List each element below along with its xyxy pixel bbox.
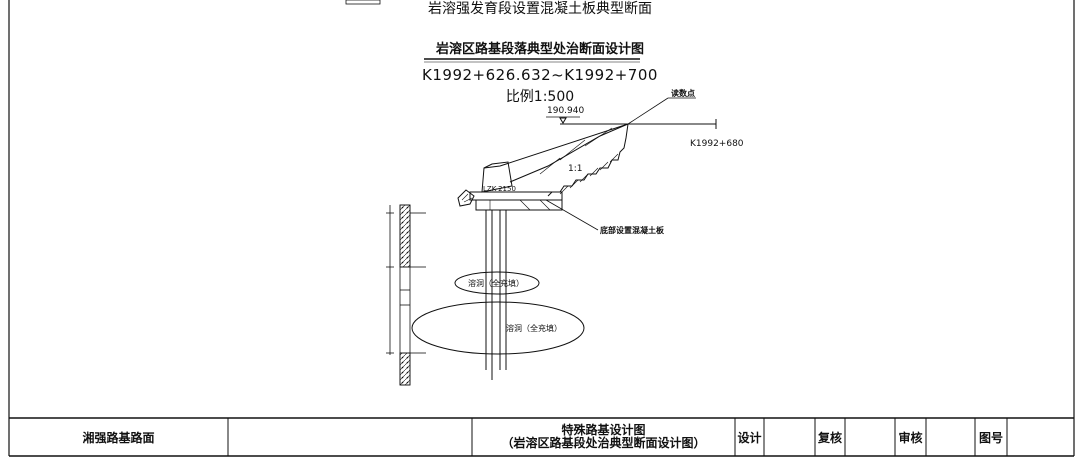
embankment-slope [457,123,629,231]
drawing-name-line1: 特殊路基设计图 [561,423,646,437]
ground-profile [546,97,717,129]
pile-label: LZK-2150 [483,185,516,193]
scale-label: 比例1:500 [505,89,575,105]
reading-point-label: 读数点 [671,89,695,98]
section-title-underline [424,58,640,63]
top-caption: 岩溶强发育段设置混凝土板典型断面 [428,1,652,17]
review-label: 复核 [817,430,842,445]
station-mark-label: K1992+680 [690,139,744,149]
karst-cave-large [411,301,585,355]
slab-note: 底部设置混凝土板 [600,226,664,235]
title-stamp [345,0,381,5]
karst-cave-small-label: 溶洞（全充填） [468,279,524,288]
piles [485,210,507,380]
borehole-column [386,204,426,386]
elevation-label: 190.940 [547,106,585,116]
karst-cave-large-label: 溶洞（全充填） [506,324,562,333]
drawing-no-label: 图号 [978,430,1003,445]
drawing-name-cell: 特殊路基设计图 （岩溶区路基段处治典型断面设计图） [472,419,735,455]
drawing-name-line2: （岩溶区路基段处治典型断面设计图） [501,436,706,450]
project-name-cell: 湘强路基路面 [82,430,155,445]
station-range: K1992+626.632~K1992+700 [422,66,658,84]
slope-ratio-label: 1:1 [568,164,583,174]
sheet-frame [8,0,1075,457]
audit-label: 审核 [898,430,923,445]
section-title: 岩溶区路基段落典型处治断面设计图 [435,42,644,57]
design-label: 设计 [737,430,762,445]
karst-cave-small [454,271,540,295]
